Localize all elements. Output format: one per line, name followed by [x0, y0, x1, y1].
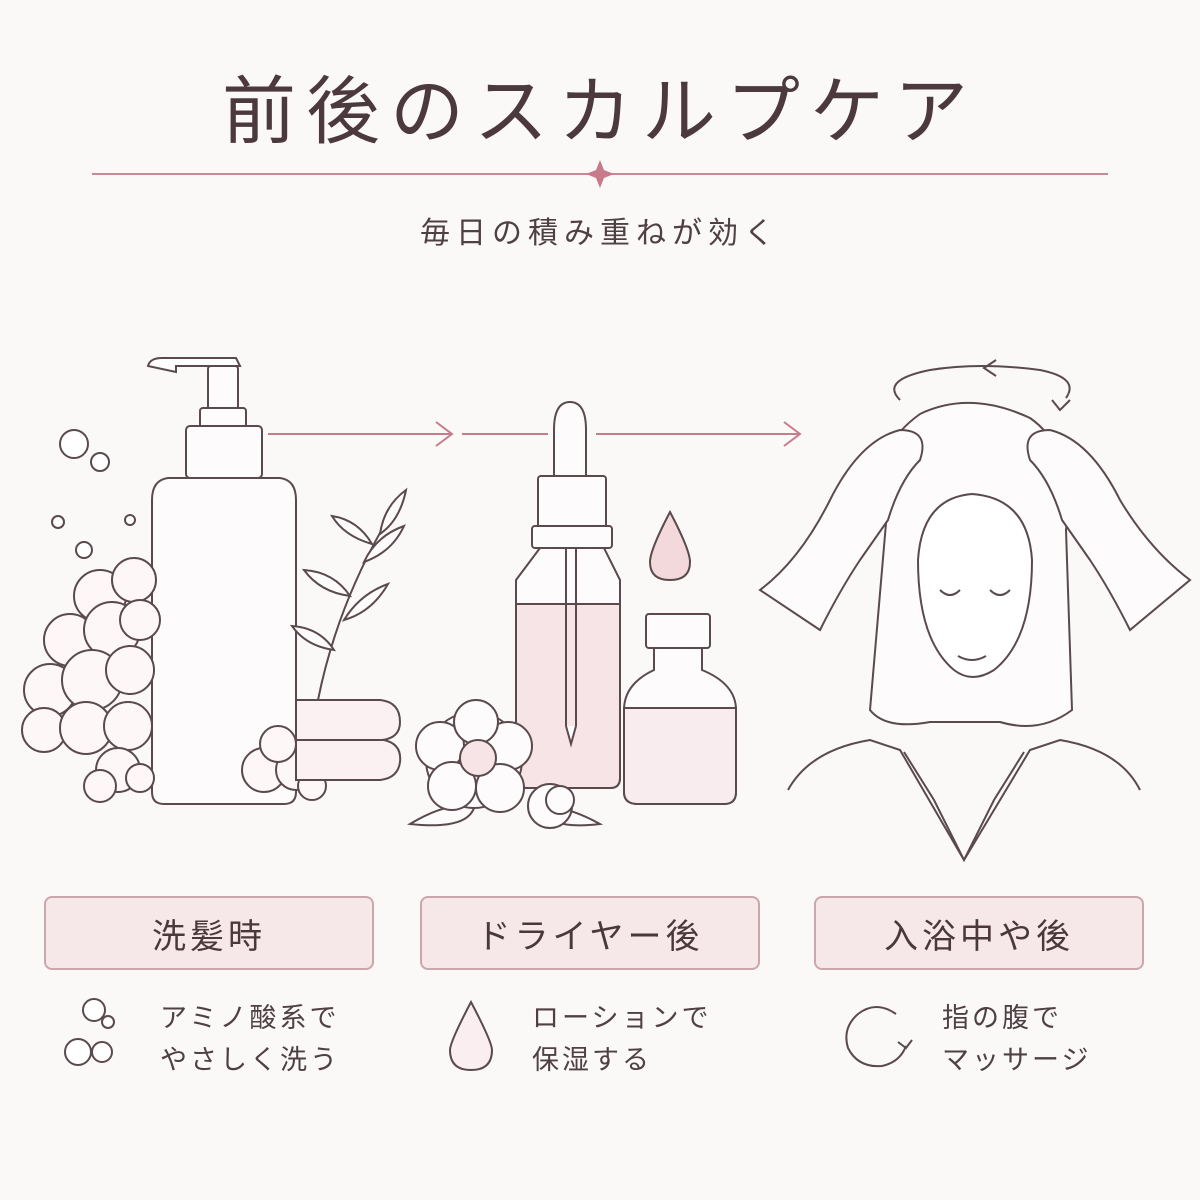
- step-label-bath: 入浴中や後: [814, 896, 1144, 970]
- tip-bath-line1: 指の腹で: [942, 1003, 1062, 1034]
- woman-massaging-icon: [758, 401, 1192, 863]
- towel-icon: [295, 699, 402, 781]
- droplet-icon: [648, 509, 692, 582]
- step-label-shampoo: 洗髪時: [44, 896, 374, 970]
- bubbles-icon: [51, 429, 136, 559]
- tip-shampoo-line1: アミノ酸系で: [160, 1003, 340, 1034]
- tip-bath: 指の腹で マッサージ: [942, 998, 1091, 1082]
- foam-icon: [21, 557, 327, 803]
- camellia-flower-icon: [406, 699, 604, 829]
- sparkle-icon: [586, 160, 614, 188]
- tip-after-dryer-line1: ローションで: [532, 1003, 712, 1034]
- shampoo-bottle-icon: [146, 357, 297, 805]
- tip-after-dryer: ローションで 保湿する: [532, 998, 711, 1082]
- droplet-icon: [448, 999, 494, 1072]
- tip-bath-line2: マッサージ: [942, 1045, 1092, 1076]
- circular-arrow-icon: [845, 1006, 913, 1068]
- bubbles-icon: [64, 998, 115, 1066]
- flow-arrow-icon: [268, 421, 802, 447]
- dropper-bottle-icon: [515, 400, 621, 789]
- tip-shampoo: アミノ酸系で やさしく洗う: [160, 998, 340, 1082]
- small-bottle-icon: [623, 613, 737, 805]
- page-subtitle: 毎日の積み重ねが効く: [420, 216, 780, 251]
- leaf-branch-icon: [289, 487, 408, 701]
- step-label-after-dryer: ドライヤー後: [420, 896, 760, 970]
- tip-shampoo-line2: やさしく洗う: [160, 1045, 340, 1076]
- page-title: 前後のスカルプケア: [222, 69, 978, 155]
- tip-after-dryer-line2: 保湿する: [532, 1045, 652, 1076]
- illustration-area: [21, 357, 1192, 863]
- rotation-arrow-icon: [893, 359, 1071, 412]
- title-divider: [92, 160, 1108, 188]
